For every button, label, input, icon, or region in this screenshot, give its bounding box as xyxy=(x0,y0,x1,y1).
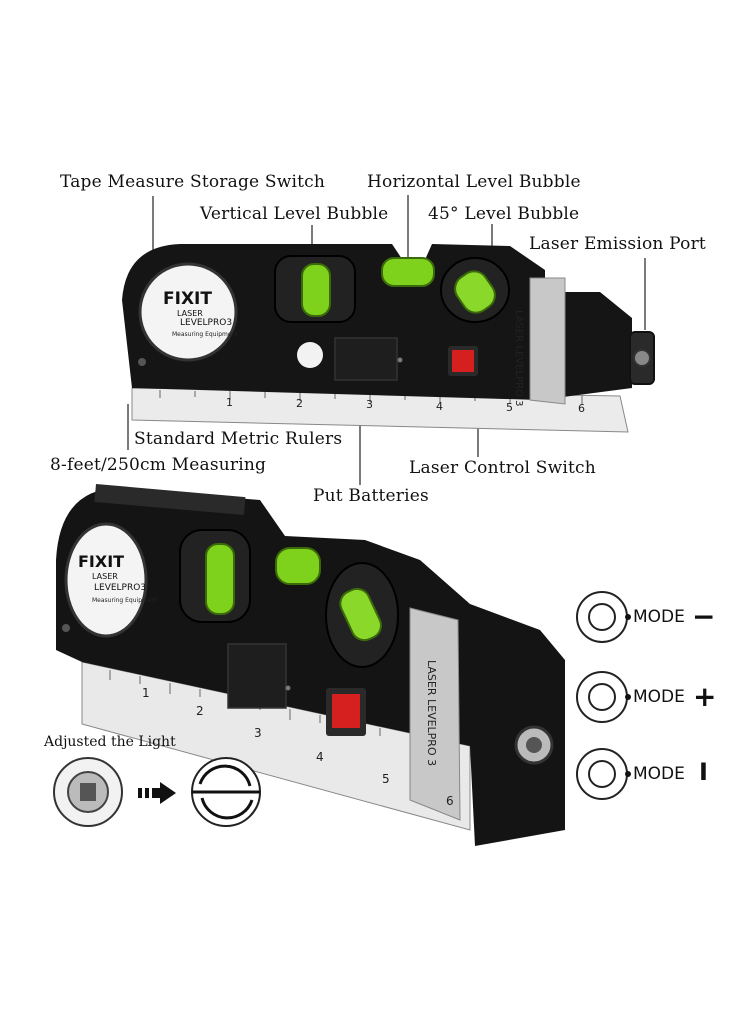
brand-bottom: FIXIT xyxy=(78,552,125,571)
brand-sub-bottom: LASER xyxy=(92,572,118,581)
laser-level-top xyxy=(122,244,655,433)
mode-minus-icon xyxy=(576,591,631,643)
horizontal-bubble-bottom xyxy=(275,547,321,585)
callout-laser-switch: Laser Control Switch xyxy=(409,458,596,478)
laser-switch-bottom xyxy=(332,694,360,728)
bubble-45-top xyxy=(454,270,496,314)
rotate-icon xyxy=(191,757,261,827)
mode-label: MODE xyxy=(633,764,685,784)
brand-top: FIXIT xyxy=(163,289,212,309)
bubble-45-bottom xyxy=(339,587,382,642)
ruler-num: 2 xyxy=(196,704,204,718)
callout-measuring: 8-feet/250cm Measuring xyxy=(50,455,267,475)
model-bottom: LEVELPRO3 xyxy=(94,583,147,593)
laser-port-top xyxy=(633,349,651,367)
battery-door-bottom xyxy=(227,643,287,709)
callout-metric-rulers: Standard Metric Rulers xyxy=(134,429,343,449)
tag-bottom: Measuring Equipment xyxy=(92,597,158,604)
callout-45-bubble: 45° Level Bubble xyxy=(428,204,580,224)
ruler-num: 6 xyxy=(578,402,585,415)
arrow-right-icon xyxy=(138,782,176,804)
model-top: LEVELPRO3 xyxy=(180,318,233,328)
mode-label: MODE xyxy=(633,687,685,707)
ruler-num: 5 xyxy=(506,401,513,414)
ruler-num: 2 xyxy=(296,397,303,410)
tape-reel-top xyxy=(138,262,238,362)
push-badge xyxy=(297,342,323,368)
callout-tape-storage-switch: Tape Measure Storage Switch xyxy=(60,172,326,192)
mode-line-icon xyxy=(576,748,631,800)
silver-band-bottom xyxy=(409,607,461,821)
ruler-num: 1 xyxy=(226,396,233,409)
callout-laser-port: Laser Emission Port xyxy=(529,234,706,254)
brand-sub-top: LASER xyxy=(177,309,203,318)
callout-horizontal-bubble: Horizontal Level Bubble xyxy=(367,172,581,192)
mode-plus-icon xyxy=(576,671,631,723)
ruler-num: 4 xyxy=(316,750,324,764)
vertical-bubble-top xyxy=(301,263,331,317)
mode-sign-plus: + xyxy=(693,680,717,713)
silver-band-top xyxy=(529,277,566,405)
ruler-num: 1 xyxy=(142,686,150,700)
adjust-light-label: Adjusted the Light xyxy=(44,734,176,750)
ruler-num: 3 xyxy=(366,398,373,411)
vertical-bubble-bottom xyxy=(205,543,235,615)
ruler-num: 5 xyxy=(382,772,390,786)
horizontal-bubble-top xyxy=(381,257,435,287)
tag-top: Measuring Equipment xyxy=(172,331,238,338)
battery-door-top xyxy=(334,337,398,381)
ruler-num: 6 xyxy=(446,794,454,808)
callout-vertical-bubble: Vertical Level Bubble xyxy=(200,204,389,224)
ruler-num: 4 xyxy=(436,400,443,413)
ruler-num: 3 xyxy=(254,726,262,740)
callout-batteries: Put Batteries xyxy=(313,486,429,506)
mode-sign-line: I xyxy=(699,758,708,786)
tape-reel-bottom xyxy=(64,522,148,638)
mode-label: MODE xyxy=(633,607,685,627)
laser-switch-top xyxy=(452,350,474,372)
mode-sign-minus: − xyxy=(692,600,716,633)
